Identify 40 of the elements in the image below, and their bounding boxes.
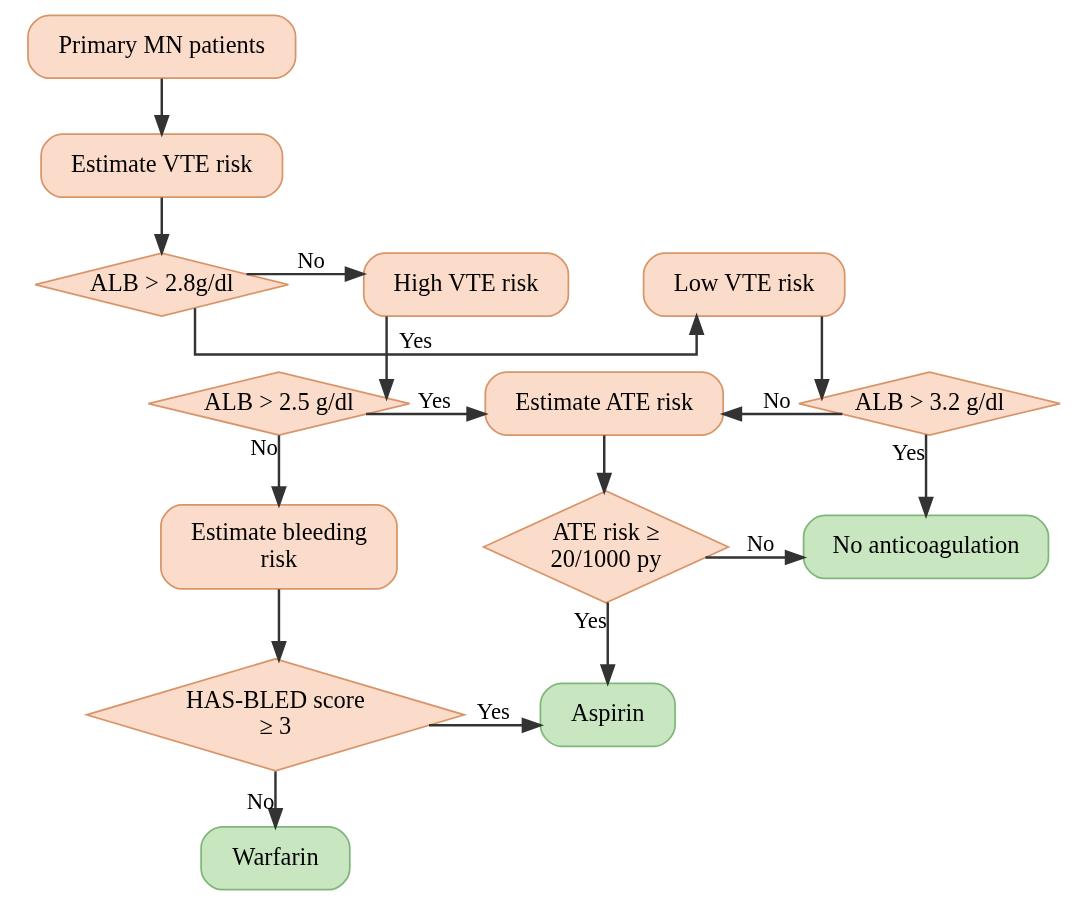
arrow <box>595 435 612 496</box>
arrow <box>153 197 170 257</box>
arrow <box>270 435 287 509</box>
arrow <box>193 308 704 356</box>
arrow <box>813 316 830 402</box>
node-box: Estimate VTE risk <box>39 133 283 199</box>
arrow <box>246 266 367 282</box>
edge-label: No <box>762 387 791 413</box>
edge-label: No <box>249 435 278 461</box>
edge-label: Yes <box>891 439 925 465</box>
arrow <box>378 316 394 402</box>
node-diamond: ALB > 2.8g/dl <box>33 252 289 317</box>
node-box: Primary MN patients <box>26 14 296 80</box>
node-diamond: HAS-BLED score ≥ 3 <box>83 657 467 772</box>
node-box: High VTE risk <box>362 252 569 317</box>
arrow <box>428 717 544 734</box>
node-diamond: ALB > 3.2 g/dl <box>797 371 1061 436</box>
edge-label: Yes <box>476 699 510 725</box>
arrow <box>599 602 616 687</box>
node-box: Low VTE risk <box>642 252 846 317</box>
node-box: No anticoagulation <box>802 514 1049 580</box>
edge-label: Yes <box>398 328 432 354</box>
node-box: Estimate ATE risk <box>483 371 724 436</box>
node-diamond: ATE risk ≥ 20/1000 py <box>480 490 731 604</box>
node-diamond: ALB > 2.5 g/dl <box>146 371 410 436</box>
arrow <box>267 771 283 831</box>
arrow <box>705 549 807 566</box>
arrow <box>719 406 842 422</box>
edge-label: No <box>296 247 325 273</box>
node-box: Estimate bleeding risk <box>159 504 398 590</box>
edge-label: Yes <box>417 387 451 413</box>
edge-label: No <box>746 531 775 557</box>
arrow <box>365 406 489 422</box>
edge-label: Yes <box>573 607 607 633</box>
node-box: Warfarin <box>199 825 351 891</box>
arrow <box>153 78 170 138</box>
edge-label: No <box>246 788 274 814</box>
arrow <box>917 434 934 520</box>
node-box: Aspirin <box>539 682 676 748</box>
arrow <box>270 589 287 664</box>
